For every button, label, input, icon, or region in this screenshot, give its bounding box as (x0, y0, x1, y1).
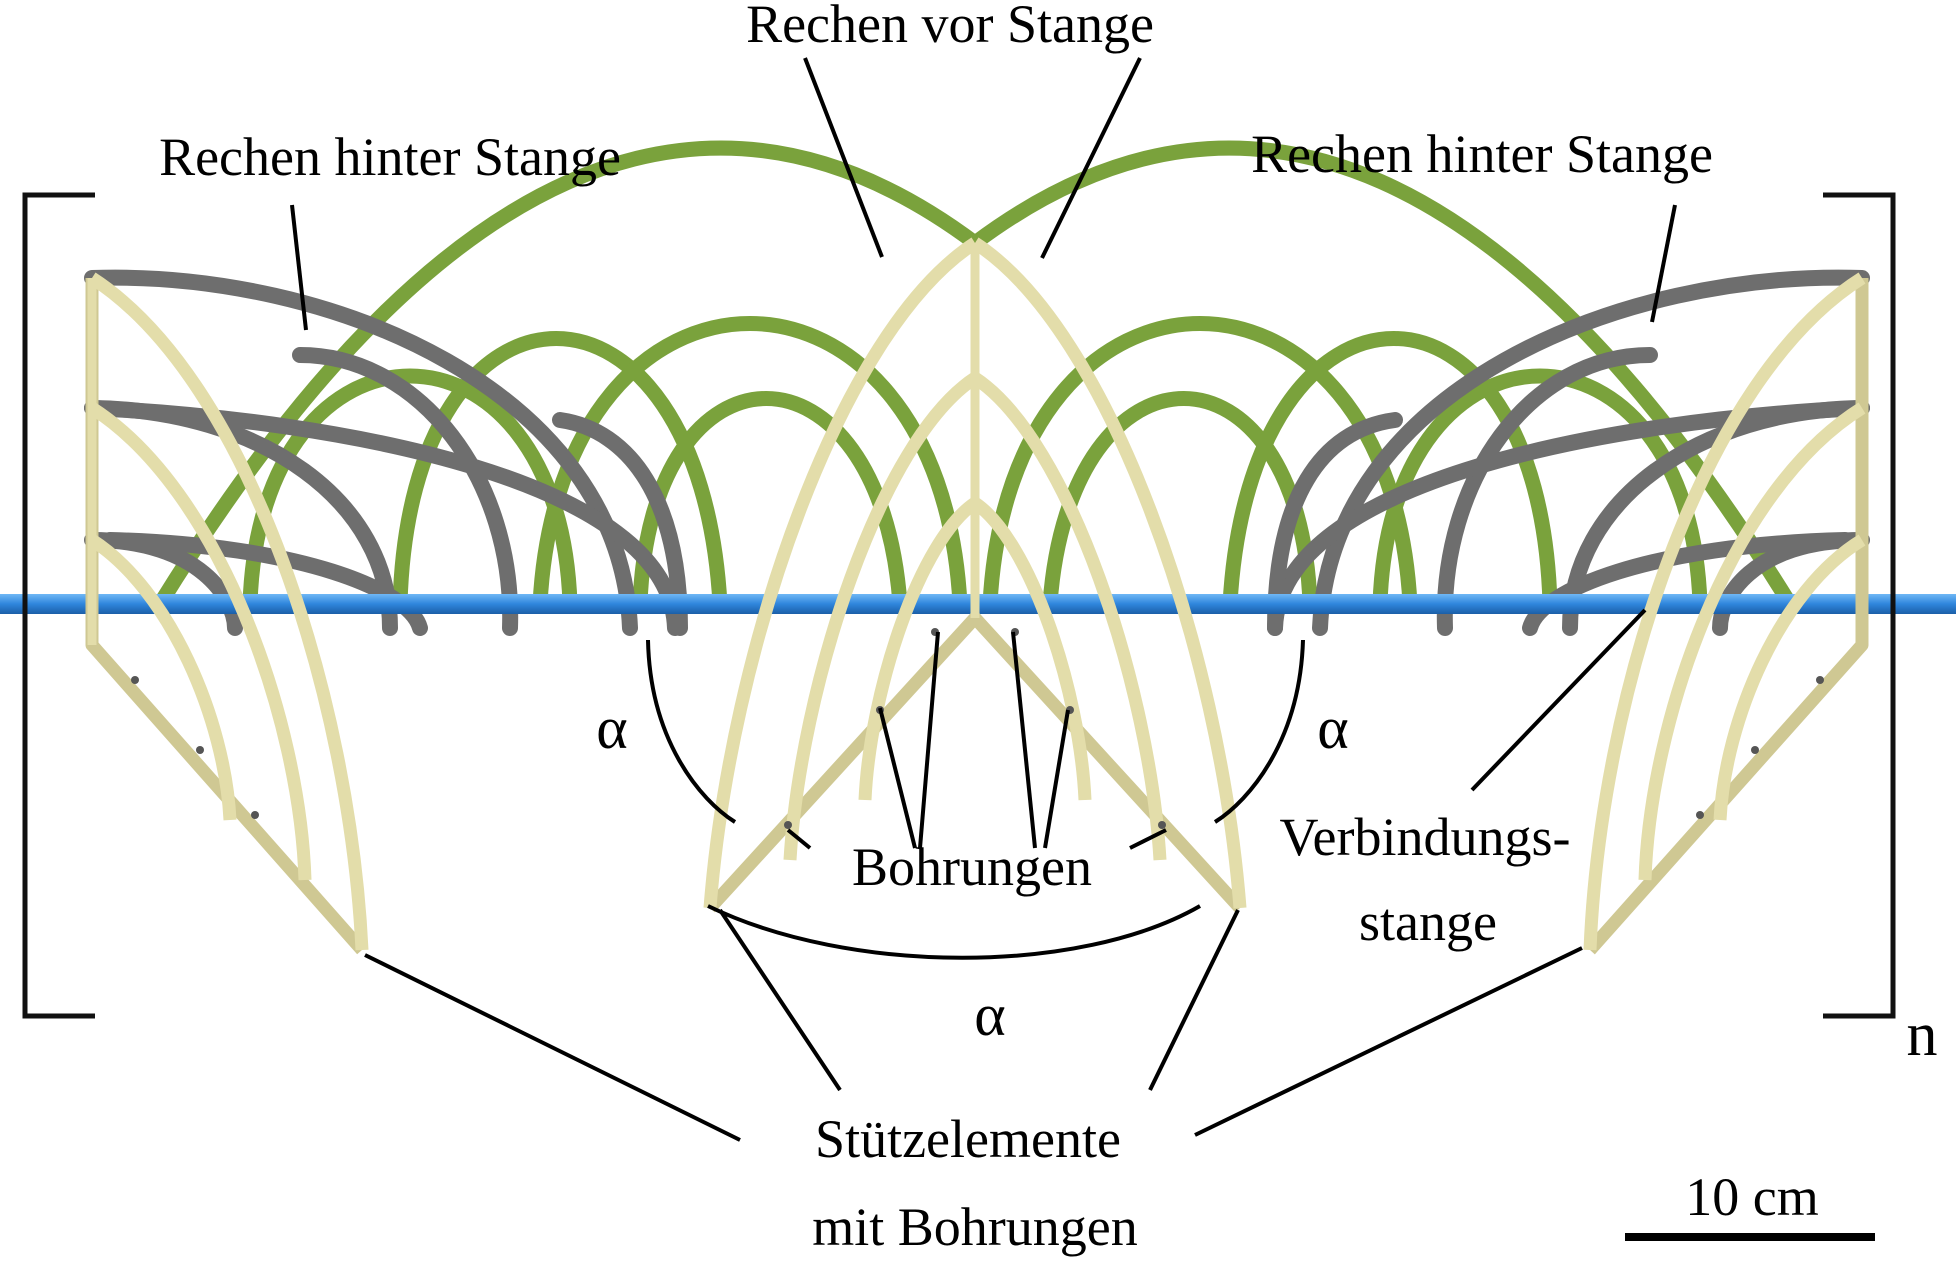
grey-arc-right-mid-b (1267, 400, 1870, 636)
green-arc-2 (392, 331, 728, 612)
green-arc-7 (1222, 331, 1558, 612)
label-angle-right: α (1317, 695, 1348, 761)
label-connecting-rod-2: stange (1359, 892, 1497, 952)
label-rake-front: Rechen vor Stange (746, 0, 1154, 54)
grey-arc-left-c (552, 412, 688, 636)
label-scale: 10 cm (1685, 1167, 1818, 1227)
label-angle-left: α (596, 695, 627, 761)
leader-lines (290, 57, 1677, 1142)
label-holes: Bohrungen (852, 837, 1092, 897)
repeat-brackets (22, 192, 1896, 1019)
bracket-right (1823, 192, 1896, 1019)
support-left (85, 272, 369, 955)
grey-arc-left-mid-b (84, 400, 683, 636)
support-center (703, 237, 1247, 913)
label-repeat-n: n (1907, 1001, 1938, 1069)
grey-arc-right-c (1267, 412, 1403, 636)
label-angle-bottom: α (974, 982, 1005, 1048)
label-rake-back-right: Rechen hinter Stange (1251, 124, 1713, 184)
label-supports-1: Stützelemente (815, 1109, 1121, 1169)
label-rake-back-left: Rechen hinter Stange (159, 127, 621, 187)
label-supports-2: mit Bohrungen (812, 1197, 1137, 1257)
support-right (1583, 272, 1869, 955)
label-connecting-rod-1: Verbindungs- (1280, 807, 1571, 867)
bracket-left (22, 192, 95, 1019)
grey-arc-right-top-b (1436, 347, 1658, 636)
grey-arc-left-top-b (292, 347, 519, 636)
